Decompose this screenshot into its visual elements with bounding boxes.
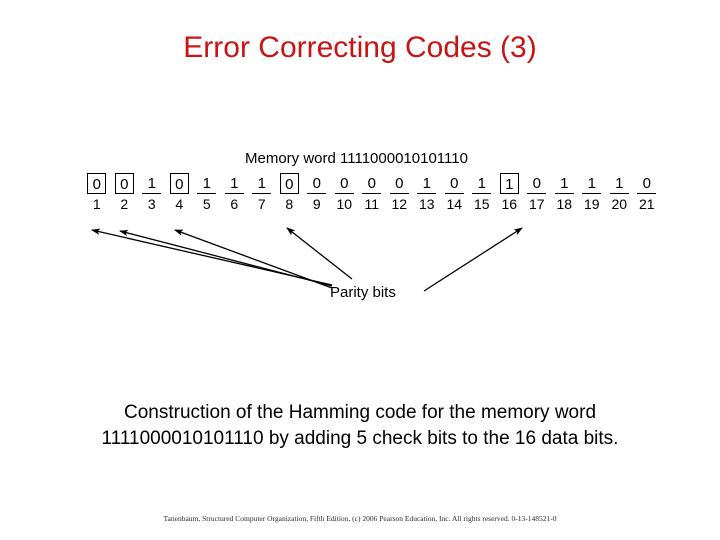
slide-caption: Construction of the Hamming code for the… — [101, 402, 619, 449]
bit-index-7: 7 — [257, 196, 266, 212]
bit-value-6: 1 — [224, 173, 244, 194]
bit-index-6: 6 — [230, 196, 239, 212]
parity-bits-label: Parity bits — [330, 284, 396, 301]
arrow-to-parity-1 — [91, 228, 333, 286]
bit-index-20: 20 — [611, 196, 628, 212]
bit-value-16: 1 — [499, 173, 519, 194]
memory-word-label: Memory word 1111000010101110 — [245, 150, 468, 167]
arrow-to-parity-8 — [286, 227, 353, 280]
bit-value-21: 0 — [637, 173, 657, 194]
bit-index-11: 11 — [364, 196, 380, 212]
bit-index-10: 10 — [336, 196, 353, 212]
bit-value-5: 1 — [197, 173, 217, 194]
bit-index-21: 21 — [638, 196, 655, 212]
bit-value-7: 1 — [252, 173, 272, 194]
bit-value-13: 1 — [417, 173, 437, 194]
arrow-to-parity-16 — [423, 227, 523, 292]
bit-index-1: 1 — [92, 196, 101, 212]
bit-value-20: 1 — [609, 173, 629, 194]
bit-index-2: 2 — [120, 196, 129, 212]
bit-index-12: 12 — [391, 196, 408, 212]
bit-value-2: 0 — [114, 173, 134, 194]
bit-value-4: 0 — [169, 173, 189, 194]
bit-value-19: 1 — [582, 173, 602, 194]
bit-value-12: 0 — [389, 173, 409, 194]
bit-index-8: 8 — [285, 196, 294, 212]
bit-index-17: 17 — [528, 196, 545, 212]
arrow-to-parity-2 — [119, 229, 333, 287]
bit-value-1: 0 — [87, 173, 107, 194]
bit-index-14: 14 — [446, 196, 463, 212]
bit-index-9: 9 — [312, 196, 321, 212]
bit-index-18: 18 — [556, 196, 573, 212]
bit-value-15: 1 — [472, 173, 492, 194]
bit-value-14: 0 — [444, 173, 464, 194]
bit-value-18: 1 — [554, 173, 574, 194]
bit-index-16: 16 — [501, 196, 518, 212]
bit-index-19: 19 — [583, 196, 600, 212]
bit-index-5: 5 — [202, 196, 211, 212]
bit-index-13: 13 — [418, 196, 435, 212]
bit-index-3: 3 — [147, 196, 156, 212]
copyright-footer: Tanenbaum, Structured Computer Organizat… — [163, 514, 557, 523]
bit-value-9: 0 — [307, 173, 327, 194]
bit-value-17: 0 — [527, 173, 547, 194]
bit-value-10: 0 — [334, 173, 354, 194]
arrow-to-parity-4 — [174, 229, 333, 289]
bit-index-4: 4 — [175, 196, 184, 212]
bit-value-3: 1 — [142, 173, 162, 194]
bit-value-11: 0 — [362, 173, 382, 194]
bit-index-15: 15 — [473, 196, 490, 212]
page-title: Error Correcting Codes (3) — [183, 31, 537, 64]
bit-value-8: 0 — [279, 173, 299, 194]
